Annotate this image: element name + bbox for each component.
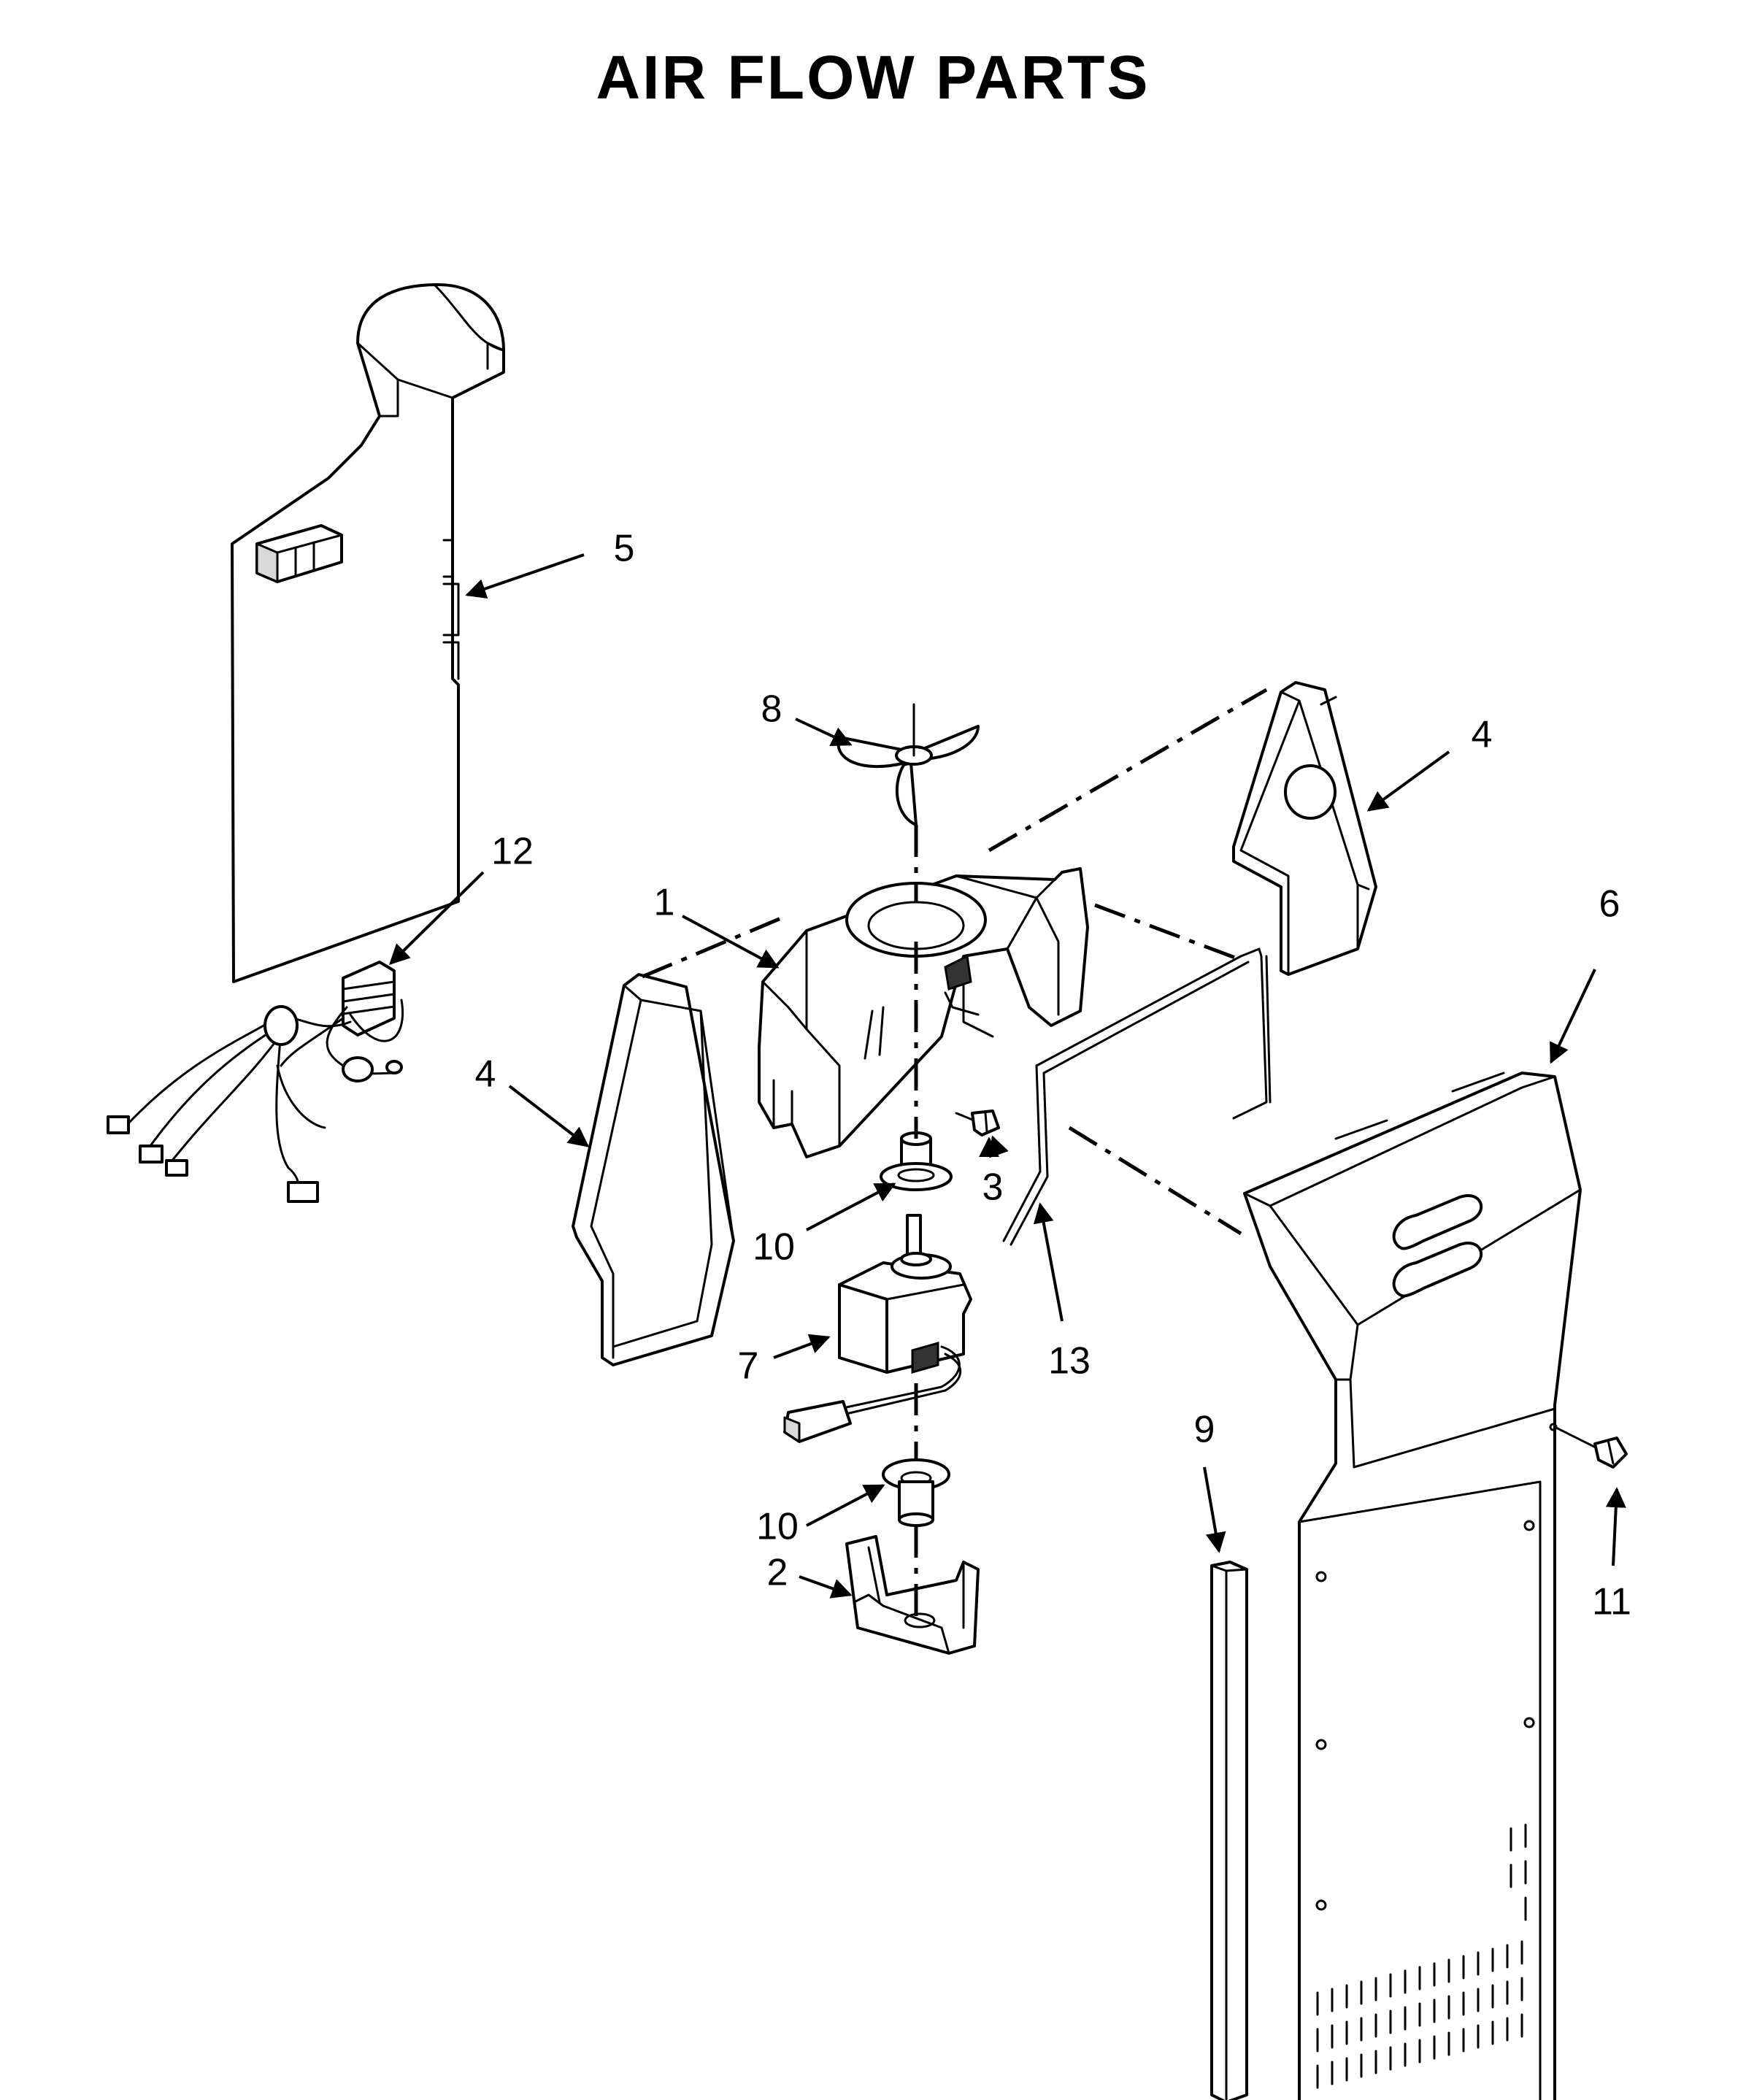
part-9-seal-strip — [1210, 1561, 1248, 2100]
callout-9: 9 — [1194, 1409, 1215, 1451]
assembly-lines — [642, 688, 1268, 1617]
part-8-fan-blade — [837, 703, 980, 826]
callout-labels: 1 2 3 4 4 5 6 7 8 9 10 10 11 12 13 — [475, 528, 1631, 1623]
part-3-screw — [955, 1109, 1000, 1136]
callout-1: 1 — [654, 882, 675, 924]
part-13-wire-bracket — [1002, 947, 1272, 1246]
part-2-motor-bracket — [845, 1535, 980, 1655]
callout-8: 8 — [761, 688, 782, 731]
callout-6: 6 — [1599, 883, 1620, 926]
callout-2: 2 — [767, 1552, 788, 1594]
part-4-right-insulation — [1232, 681, 1377, 976]
callout-10-lower: 10 — [756, 1506, 799, 1548]
callout-4-left: 4 — [475, 1053, 496, 1096]
callout-7: 7 — [738, 1345, 759, 1388]
leader-arrows — [389, 553, 1626, 1599]
part-5-air-duct-panel — [231, 283, 505, 983]
part-10-lower-grommet — [882, 1458, 950, 1527]
part-7-fan-motor — [783, 1214, 972, 1443]
page-title: AIR FLOW PARTS — [596, 43, 1150, 112]
part-1-fan-housing — [758, 867, 1089, 1158]
part-6-evaporator-cover — [1243, 1072, 1582, 2100]
callout-10-upper: 10 — [753, 1226, 795, 1269]
callout-13: 13 — [1048, 1340, 1091, 1382]
callout-3: 3 — [982, 1166, 1004, 1209]
callout-12: 12 — [491, 831, 534, 873]
part-12-wire-harness — [107, 961, 404, 1203]
part-11-screw — [1549, 1423, 1628, 1469]
part-10-upper-grommet — [880, 1131, 953, 1191]
callout-5: 5 — [614, 528, 635, 570]
callout-11: 11 — [1592, 1581, 1631, 1623]
callout-4-right: 4 — [1472, 714, 1493, 756]
part-4-left-insulation — [572, 973, 735, 1366]
